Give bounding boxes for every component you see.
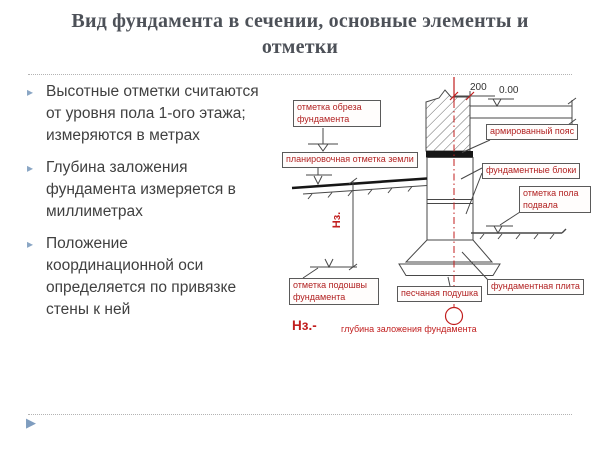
label-reinforced-belt: армированный пояс (486, 124, 579, 140)
zero-level-value: 0.00 (499, 85, 519, 96)
page-title: Вид фундамента в сечении, основные элеме… (71, 10, 529, 58)
basement-floor-line (471, 211, 567, 240)
sole-level-mark (302, 258, 357, 279)
bullet-item: ▸ Положение координационной оси определя… (27, 233, 285, 321)
ground-line (291, 177, 428, 200)
zero-level-mark (488, 98, 514, 108)
bullet-item: ▸ Высотные отметки считаются от уровня п… (27, 81, 285, 147)
foundation-footing (404, 239, 494, 263)
bullet-text: Положение координационной оси определяет… (46, 235, 237, 318)
offset-dimension-value: 200 (470, 82, 487, 93)
depth-axis-label: Нз. (331, 211, 343, 229)
label-foundation-blocks: фундаментные блоки (482, 163, 581, 179)
top-divider (28, 74, 572, 75)
wall-section (425, 89, 471, 152)
label-cut-mark: отметка обреза фундамента (293, 100, 381, 128)
bullet-item: ▸ Глубина заложения фундамента измеряетс… (27, 157, 285, 223)
label-sand-cushion: песчаная подушка (397, 286, 483, 302)
depth-legend-symbol: Нз.- (292, 318, 317, 333)
ground-level-mark (306, 168, 332, 186)
floor-slab (469, 97, 577, 126)
foundation-blocks-column (426, 157, 474, 241)
bullet-text: Глубина заложения фундамента измеряется … (46, 159, 236, 220)
cut-level-mark (308, 128, 338, 152)
bullet-text: Высотные отметки считаются от уровня пол… (46, 83, 259, 144)
bullet-arrow-icon: ▸ (27, 161, 34, 175)
bottom-divider (28, 414, 572, 415)
label-basement-floor-mark: отметка пола подвала (519, 186, 591, 214)
reinforced-belt-band (426, 151, 473, 158)
bullet-arrow-icon: ▸ (27, 85, 34, 99)
label-foundation-plate: фундаментная плита (487, 279, 584, 295)
label-sole-mark: отметка подошвы фундамента (289, 278, 379, 306)
bullet-arrow-icon: ▸ (27, 237, 34, 251)
depth-dimension-line (348, 177, 358, 271)
axis-circle (444, 306, 464, 326)
label-ground-mark: планировочная отметка земли (282, 152, 418, 168)
bullet-list: ▸ Высотные отметки считаются от уровня п… (27, 81, 285, 331)
leader-lines (447, 139, 491, 287)
footer-arrow-icon: ▶ (26, 415, 36, 430)
depth-legend-text: глубина заложения фундамента (341, 324, 477, 334)
base-plate (398, 263, 501, 276)
